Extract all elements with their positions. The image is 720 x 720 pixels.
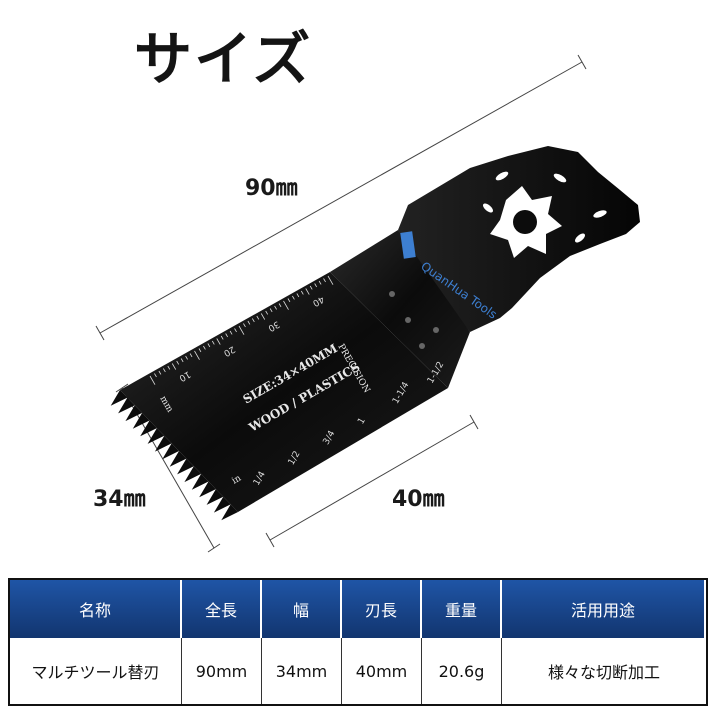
ruler-mm-tick xyxy=(296,293,300,298)
ruler-mm-tick xyxy=(225,333,228,338)
ruler-mm-tick xyxy=(269,308,273,313)
ruler-mm-tick xyxy=(163,368,166,373)
ruler-mm-tick xyxy=(260,313,266,320)
spec-table: 名称 全長 幅 刃長 重量 活用用途 マルチツール替刃 90mm 34mm 40… xyxy=(8,578,708,706)
blade-mount xyxy=(398,146,640,332)
ruler-mm-tick xyxy=(243,323,246,328)
header-name: 名称 xyxy=(10,580,182,638)
ruler-mm-tick xyxy=(327,275,334,285)
ruler-mm-tick xyxy=(252,318,255,323)
blade-shank xyxy=(330,230,470,388)
ruler-mm-tick xyxy=(167,365,171,370)
ruler-mm-tick xyxy=(180,358,184,363)
ruler-mm-tick xyxy=(234,328,237,333)
ruler-mm-tick xyxy=(278,303,282,308)
cell-usage: 様々な切断加工 xyxy=(502,638,706,704)
ruler-mm-tick xyxy=(171,363,177,370)
ruler-mm-tick xyxy=(220,335,224,340)
ruler-mm-tick xyxy=(256,315,260,320)
ruler-mm-tick xyxy=(176,360,180,365)
ruler-mm-tick xyxy=(300,290,304,295)
blade-body xyxy=(110,272,448,521)
ruler-mm-tick xyxy=(229,330,233,335)
ruler-mm-tick xyxy=(265,310,269,315)
ruler-mm-tick xyxy=(292,295,295,300)
page-title: サイズ xyxy=(134,25,313,93)
ruler-mm-tick xyxy=(283,300,289,310)
header-weight: 重量 xyxy=(422,580,502,638)
cell-blade-length: 40mm xyxy=(342,638,422,704)
ruler-mm-tick xyxy=(207,343,211,348)
ruler-mm-tick xyxy=(154,373,157,378)
ruler-mm-tick xyxy=(149,375,156,385)
ruler-mm-tick xyxy=(247,320,251,325)
ruler-in-label: 1 xyxy=(356,416,368,426)
cell-width: 34mm xyxy=(262,638,342,704)
ruler-mm-tick xyxy=(287,298,291,303)
ruler-mm-tick xyxy=(198,348,202,353)
ruler-mm-tick xyxy=(238,325,245,335)
cell-name: マルチツール替刃 xyxy=(10,638,182,704)
ruler-mm-tick xyxy=(318,280,322,285)
ruler-mm-tick xyxy=(314,283,317,288)
dimension-line-length xyxy=(95,54,587,341)
blade-length-dimension-label: 40㎜ xyxy=(392,487,445,512)
ruler-mm-tick xyxy=(305,288,310,295)
ruler-mm-tick xyxy=(189,353,193,358)
dimension-line-blade xyxy=(265,414,479,548)
ruler-mm-tick xyxy=(194,350,200,360)
ruler-mm-tick xyxy=(323,278,326,283)
blade-illustration: QuanHua Tools SIZE:34×40MM WOOD / PLASTI… xyxy=(95,54,640,553)
width-dimension-label: 34㎜ xyxy=(93,487,146,512)
ruler-mm-tick xyxy=(185,355,188,360)
header-total-length: 全長 xyxy=(182,580,262,638)
cell-weight: 20.6g xyxy=(422,638,502,704)
blade-teeth xyxy=(110,390,238,521)
ruler-mm-tick xyxy=(216,338,221,345)
ruler-mm-tick xyxy=(274,305,277,310)
cell-total-length: 90mm xyxy=(182,638,262,704)
ruler-mm-tick xyxy=(211,340,215,345)
length-dimension-label: 90㎜ xyxy=(245,176,298,201)
ruler-mm-tick xyxy=(203,345,206,350)
header-blade-length: 刃長 xyxy=(342,580,422,638)
header-usage: 活用用途 xyxy=(502,580,706,638)
ruler-mm-tick xyxy=(158,370,162,375)
header-width: 幅 xyxy=(262,580,342,638)
ruler-mm-tick xyxy=(309,285,313,290)
